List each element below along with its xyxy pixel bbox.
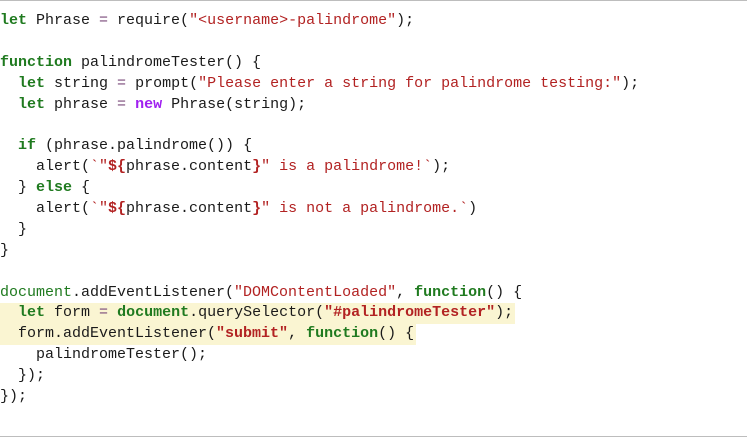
code-token: { <box>72 179 91 197</box>
code-line: alert(`"${phrase.content}" is a palindro… <box>0 157 747 178</box>
code-token: }); <box>0 388 28 406</box>
code-token: let <box>0 12 28 29</box>
code-line: let Phrase = require("<username>-palindr… <box>0 11 747 32</box>
code-line: }); <box>0 387 747 408</box>
code-token: phrase.content <box>126 200 253 218</box>
code-token <box>0 75 18 92</box>
code-token: phrase <box>45 95 118 113</box>
code-token: }); <box>0 367 46 385</box>
code-token: prompt( <box>126 74 199 92</box>
code-token: .querySelector( <box>189 304 325 322</box>
code-token: "<username>-palindrome" <box>189 12 397 29</box>
code-token: new <box>135 95 163 113</box>
code-token: function <box>0 53 73 71</box>
code-token <box>0 96 18 113</box>
code-token: } <box>252 158 262 176</box>
code-token: `" <box>90 158 109 176</box>
highlighted-code-line: form.addEventListener("submit", function… <box>0 324 417 346</box>
code-token: `" <box>90 200 109 218</box>
code-line: if (phrase.palindrome()) { <box>0 136 747 157</box>
code-token: document <box>0 283 73 301</box>
code-token: = <box>99 304 109 322</box>
code-block: let Phrase = require("<username>-palindr… <box>0 11 747 408</box>
code-line: alert(`"${phrase.content}" is not a pali… <box>0 199 747 220</box>
code-token: palindromeTester(); <box>0 346 208 364</box>
code-token: = <box>99 12 109 29</box>
code-line: palindromeTester(); <box>0 345 747 366</box>
code-line: } <box>0 241 747 262</box>
code-token: = <box>117 74 127 92</box>
code-token: " is not a palindrome.` <box>261 200 469 218</box>
code-token: alert( <box>0 200 91 218</box>
code-token: document <box>117 304 190 322</box>
code-line <box>0 32 747 53</box>
code-token: function <box>306 325 379 343</box>
code-line: } <box>0 220 747 241</box>
code-line <box>0 262 747 283</box>
code-token: } <box>0 241 10 259</box>
code-token: palindromeTester() { <box>72 53 262 71</box>
code-token: form <box>45 304 100 322</box>
code-line: form.addEventListener("submit", function… <box>0 324 747 346</box>
code-token: form.addEventListener( <box>0 325 217 343</box>
code-token: } <box>0 179 37 197</box>
code-token: , <box>396 283 415 301</box>
code-token <box>126 96 135 113</box>
code-token: phrase.content <box>126 158 253 176</box>
code-line: document.addEventListener("DOMContentLoa… <box>0 283 747 304</box>
code-token: ) <box>468 200 478 218</box>
code-token: else <box>36 179 73 197</box>
code-line: let form = document.querySelector("#pali… <box>0 303 747 325</box>
code-token: alert( <box>0 158 91 176</box>
highlighted-code-line: let form = document.querySelector("#pali… <box>0 303 516 325</box>
code-token: " is a palindrome!` <box>261 158 433 176</box>
code-token <box>0 137 18 154</box>
code-line <box>0 115 747 136</box>
code-token: , <box>288 325 307 343</box>
code-line: let phrase = new Phrase(string); <box>0 95 747 116</box>
code-line: } else { <box>0 178 747 199</box>
code-token: } <box>0 220 28 238</box>
code-token: } <box>252 200 262 218</box>
code-token: = <box>117 95 127 113</box>
code-line: let string = prompt("Please enter a stri… <box>0 74 747 95</box>
code-token: function <box>414 283 487 301</box>
code-token: "#palindromeTester" <box>324 304 496 322</box>
code-token: "Please enter a string for palindrome te… <box>198 74 622 92</box>
code-token: "submit" <box>216 325 289 343</box>
code-token: Phrase(string); <box>162 95 307 113</box>
code-token: require( <box>108 12 190 29</box>
code-token: ${ <box>108 200 127 218</box>
code-token: ); <box>621 74 640 92</box>
code-token: ); <box>495 304 514 322</box>
code-line: }); <box>0 366 747 387</box>
code-token: let <box>18 95 46 113</box>
code-token <box>108 304 117 321</box>
code-token: ); <box>396 12 415 29</box>
code-token: ${ <box>108 158 127 176</box>
code-token: ); <box>432 158 451 176</box>
code-token: "DOMContentLoaded" <box>234 283 397 301</box>
code-token: if <box>18 137 37 155</box>
code-token: .addEventListener( <box>72 283 235 301</box>
code-line: function palindromeTester() { <box>0 53 747 74</box>
code-token: let <box>18 74 46 92</box>
code-token: let <box>18 304 46 322</box>
code-token: () { <box>378 325 415 343</box>
code-token: (phrase.palindrome()) { <box>36 137 253 155</box>
code-token: () { <box>486 283 523 301</box>
code-token <box>0 304 18 321</box>
code-token: string <box>45 74 118 92</box>
code-token: Phrase <box>27 12 100 29</box>
